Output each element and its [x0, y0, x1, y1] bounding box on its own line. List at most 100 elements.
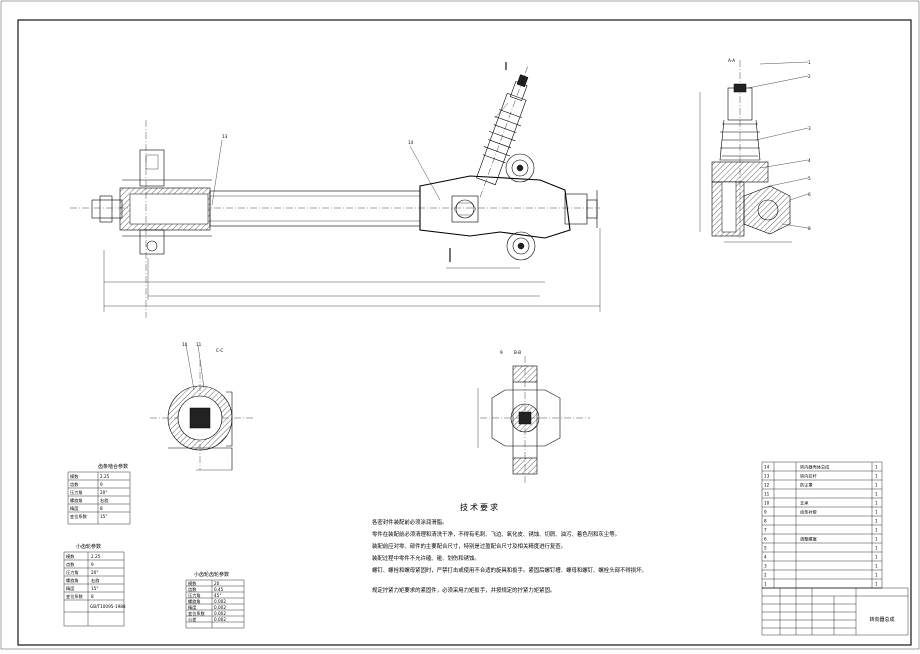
param-label: 压力角 [188, 592, 201, 599]
tech-req-item: 装配过程中零件不允许磕、碰、划伤和锈蚀。 [372, 554, 480, 562]
tech-req-title: 技术要求 [460, 502, 500, 512]
technical-requirements: 技术要求 各密封件装配前必须涂润滑脂。 零件在装配前必须清理和清洗干净，不得有毛… [372, 502, 647, 594]
balloon-2: 2 [808, 74, 811, 79]
param-value: 0.45 [214, 587, 224, 592]
param-label: 螺旋角 [188, 598, 201, 605]
balloon-8: 8 [808, 226, 811, 231]
parts-row-no: 13 [764, 474, 770, 479]
gear-housing [419, 175, 571, 239]
param-label: 变位系数 [188, 610, 206, 617]
parts-row-name: 转向器壳体总成 [800, 464, 829, 471]
param-label: 精度 [188, 604, 197, 611]
parts-row-no: 3 [764, 564, 767, 569]
left-mount [139, 149, 165, 187]
parts-row-no: 7 [764, 528, 767, 533]
param-label: 模数 [188, 580, 197, 587]
balloon-5: 5 [808, 176, 811, 181]
balloon-6: 6 [808, 192, 811, 197]
lower-mount-boss [506, 231, 536, 261]
param-value: 9 [100, 482, 103, 487]
pinion-section-view [699, 60, 809, 243]
upper-mount-boss [505, 153, 535, 183]
parts-row-qty: 1 [875, 528, 878, 533]
parts-row-qty: 1 [875, 537, 878, 542]
rack-params-table: 齿条啮合参数 模数 2.25 齿数 9 压力角 20° 螺旋角 右旋 精度 8 … [67, 463, 131, 525]
parts-row-qty: 1 [875, 546, 878, 551]
param-label: 变位系数 [66, 593, 84, 600]
parts-row-qty: 1 [875, 573, 878, 578]
parts-row-no: 4 [764, 555, 767, 560]
pinion-params-table: 小齿轮参数 模数 2.25 齿数 9 压力角 20° 螺旋角 右旋 精度 15°… [63, 543, 126, 627]
section-label-c: C-C [216, 348, 223, 353]
parts-row-qty: 1 [875, 510, 878, 515]
balloon-11: 11 [196, 342, 202, 347]
param-standard: GB/T10095-1988 [90, 604, 126, 609]
param-label: 变位系数 [70, 513, 88, 520]
param-value: 0.002 [214, 617, 226, 622]
ball-params-title: 小齿轮齿轮参数 [194, 571, 229, 578]
parts-row-no: 12 [764, 483, 770, 488]
param-value: 右旋 [100, 497, 109, 504]
param-value: 0.002 [214, 611, 226, 616]
param-value: 45° [214, 593, 221, 598]
tech-req-item: 规定拧紧力矩要求的紧固件，必须采用力矩扳手，并按规定的拧紧力矩紧固。 [372, 586, 555, 594]
section-c-c-view [150, 344, 255, 471]
main-view [70, 62, 601, 318]
param-label: 精度 [66, 585, 75, 592]
param-value: 20 [214, 581, 220, 586]
balloon-4: 4 [808, 158, 811, 163]
section-label-a: A-A [728, 58, 735, 63]
drawing-name: 转向器总成 [869, 616, 894, 623]
param-label: 螺旋角 [66, 577, 79, 584]
tech-req-item: 装配前应对零、部件的主要配合尺寸，特别是过盈配合尺寸及相关精度进行复查。 [372, 542, 566, 550]
tech-req-item: 零件在装配前必须清理和清洗干净，不得有毛刺、飞边、氧化皮、锈蚀、切屑、油污、着色… [372, 530, 620, 538]
balloon-3: 3 [808, 126, 811, 131]
parts-row-no: 10 [764, 501, 770, 506]
rack-params-title: 齿条啮合参数 [98, 463, 128, 470]
param-value: 15° [91, 586, 98, 591]
parts-row-name: 齿条衬套 [800, 509, 818, 516]
param-label: 齿数 [188, 586, 197, 593]
tech-req-item: 螺钉、螺栓和螺母紧固时，严禁打击或使用不合适的旋具和扳手。紧固后螺钉槽、螺母和螺… [372, 566, 647, 574]
param-value: 9 [91, 562, 94, 567]
parts-row-no: 8 [764, 519, 767, 524]
param-value: 0.002 [214, 599, 226, 604]
pinion-shaft-with-boot [476, 66, 529, 199]
parts-row-no: 1 [764, 582, 767, 587]
param-label: 精度 [70, 505, 79, 512]
param-value: 2.25 [91, 554, 101, 559]
param-value: 20° [100, 490, 107, 495]
parts-row-qty: 1 [875, 519, 878, 524]
rack-tube [209, 190, 421, 227]
parts-row-no: 14 [764, 465, 770, 470]
parts-row-qty: 1 [875, 483, 878, 488]
inner-frame [17, 19, 912, 646]
section-b-b-view [477, 356, 590, 484]
param-value: 0.002 [214, 605, 226, 610]
parts-row-qty: 1 [875, 555, 878, 560]
balloon-9: 9 [500, 350, 503, 355]
param-label: 齿数 [70, 481, 79, 488]
param-value: 8 [91, 594, 94, 599]
parts-row-no: 6 [764, 537, 767, 542]
param-label: 公差 [188, 616, 196, 622]
param-value: 20° [91, 570, 98, 575]
pinion-params-title: 小齿轮参数 [76, 543, 101, 550]
title-block: 转向器总成 [761, 587, 909, 636]
param-value: 8 [100, 506, 103, 511]
param-label: 压力角 [66, 569, 79, 576]
parts-row-qty: 1 [875, 474, 878, 479]
parts-row-qty: 1 [875, 582, 878, 587]
param-label: 模数 [70, 473, 79, 480]
parts-row-qty: 1 [875, 564, 878, 569]
param-label: 螺旋角 [70, 497, 83, 504]
balloon-10: 10 [182, 342, 188, 347]
param-label: 压力角 [70, 489, 83, 496]
param-label: 模数 [66, 553, 75, 560]
balloon-1: 1 [808, 60, 811, 65]
parts-row-no: 11 [764, 492, 770, 497]
balloon-13: 13 [222, 134, 228, 139]
adjuster-housing [743, 185, 791, 235]
